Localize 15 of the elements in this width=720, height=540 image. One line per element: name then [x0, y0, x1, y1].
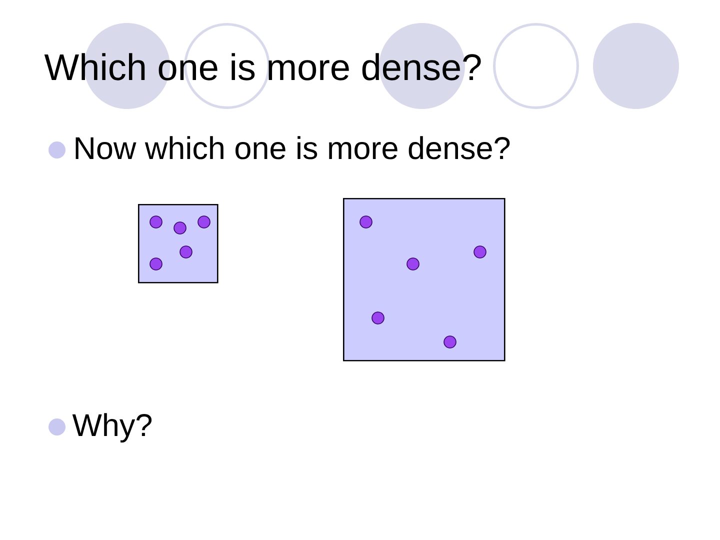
particle-dot: [474, 246, 486, 258]
particle-dot: [174, 222, 186, 234]
particle-dot: [198, 216, 210, 228]
particle-dot: [150, 216, 162, 228]
particle-dot: [444, 336, 456, 348]
container-box: [343, 198, 506, 362]
particle-dot: [372, 312, 384, 324]
particle-dot: [406, 258, 420, 270]
title: Which one is more dense?: [44, 53, 481, 80]
particle-dot: [180, 246, 192, 258]
particle-dot: [150, 258, 162, 270]
bullet-text: Why?: [72, 413, 152, 443]
particle-dot: [360, 216, 372, 228]
bullet-text: Now which one is more dense?: [76, 136, 510, 160]
container-box: [138, 204, 218, 284]
